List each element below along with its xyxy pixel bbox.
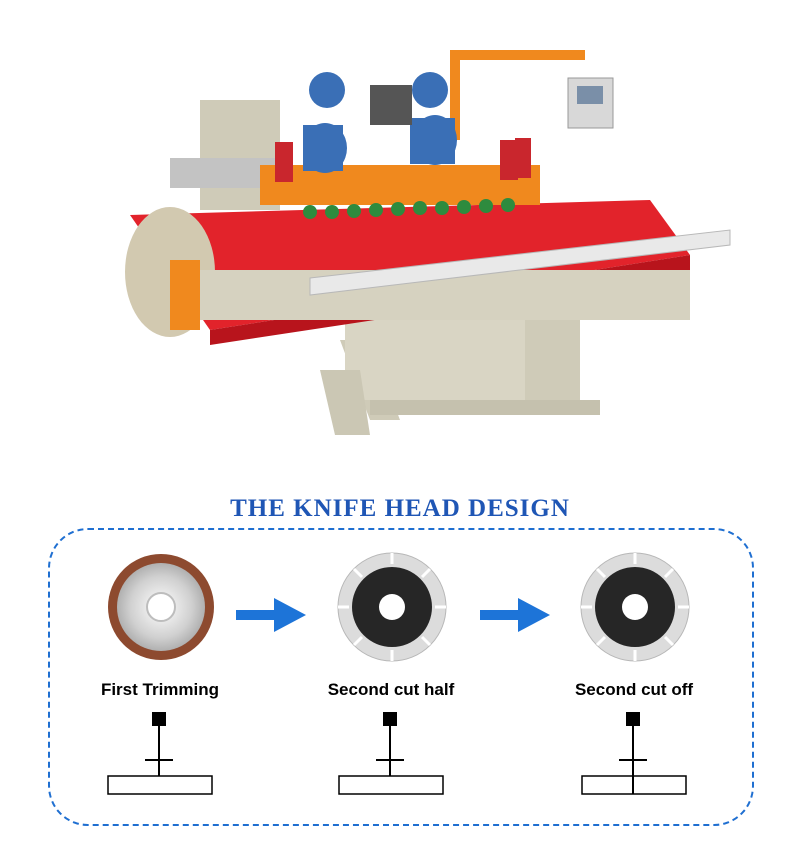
segmented-blade-icon (580, 552, 690, 662)
step-label: First Trimming (100, 680, 220, 699)
step-label: Second cut off (574, 680, 694, 699)
tile-cutting-machine-image (125, 50, 731, 435)
grinding-wheel-icon (108, 554, 214, 660)
step-label: Second cut half (327, 680, 455, 699)
step-second-cut-half: Second cut half (281, 530, 501, 830)
segmented-blade-icon (337, 552, 447, 662)
arrow-right-icon (480, 598, 550, 632)
knife-head-design-panel: First Trimming Second cut half (48, 528, 754, 826)
step-second-cut-off: Second cut off (524, 530, 744, 830)
cut-schematic-half (338, 712, 444, 795)
arrow-right-icon (236, 598, 306, 632)
step-first-trimming: First Trimming (50, 530, 270, 830)
cut-schematic-trim (107, 712, 213, 795)
section-heading: THE KNIFE HEAD DESIGN (230, 495, 570, 522)
cut-schematic-through (581, 712, 687, 795)
